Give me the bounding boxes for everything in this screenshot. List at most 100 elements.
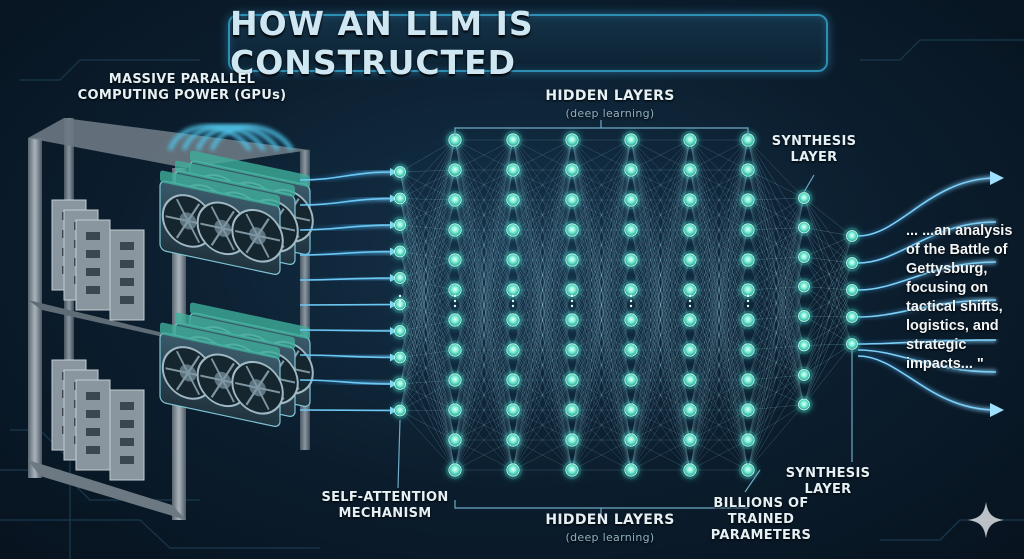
ellipsis-dot <box>453 294 457 298</box>
connection-line <box>512 259 573 411</box>
connection-line <box>571 259 632 291</box>
gpu-card-pcb <box>160 170 280 207</box>
connection-line <box>454 289 514 441</box>
connection-line <box>399 139 456 252</box>
connection-line <box>571 139 632 231</box>
connection-line <box>454 229 514 441</box>
connection-line <box>747 199 805 346</box>
parameters-line2: TRAINED <box>727 512 795 527</box>
connection-line <box>689 169 749 351</box>
connection-line <box>571 139 632 381</box>
ellipsis-dot <box>688 304 692 308</box>
connection-line <box>512 289 573 471</box>
connection-line <box>399 357 456 381</box>
network-node <box>683 403 697 417</box>
connection-line <box>571 139 632 471</box>
connection-line <box>512 139 573 201</box>
connection-line <box>512 349 573 381</box>
connection-line <box>630 349 691 441</box>
connection-line <box>512 199 573 351</box>
connection-line <box>454 349 514 471</box>
connection-line <box>689 229 749 411</box>
connection-line <box>571 439 632 471</box>
connection-line <box>630 409 691 441</box>
connection-line <box>399 289 456 305</box>
gpu-port <box>86 410 100 418</box>
connection-line <box>454 439 514 471</box>
input-wire <box>299 277 395 281</box>
gpu-port <box>120 420 134 428</box>
ellipsis-dot <box>398 304 402 308</box>
network-node <box>846 230 858 242</box>
connection-line <box>689 349 749 441</box>
connection-line <box>630 349 691 441</box>
connection-line <box>630 199 691 411</box>
connection-line <box>454 409 514 441</box>
connection-line <box>630 139 691 171</box>
input-wire <box>299 197 395 206</box>
connection-line <box>571 169 632 231</box>
connection-line <box>571 199 632 231</box>
connection-line <box>571 379 632 411</box>
ellipsis-dot <box>511 304 515 308</box>
connection-line <box>689 139 749 291</box>
connection-line <box>630 409 691 471</box>
connection-line <box>454 199 514 291</box>
connection-line <box>454 169 514 231</box>
connection-line <box>689 289 749 471</box>
connection-line <box>399 171 456 201</box>
connection-line <box>399 171 456 471</box>
connection-line <box>399 330 456 441</box>
network-node <box>565 133 579 147</box>
network-node <box>565 163 579 177</box>
fan-blade <box>221 380 235 403</box>
connection-line <box>399 171 456 411</box>
connection-line <box>747 227 805 471</box>
connection-line <box>454 229 514 471</box>
connection-line <box>454 169 514 231</box>
connection-line <box>747 345 805 471</box>
connection-line <box>512 259 573 471</box>
connection-line <box>747 374 805 471</box>
connection-line <box>454 139 514 471</box>
connection-line <box>689 319 749 351</box>
gpu-port <box>120 278 134 286</box>
connection-line <box>630 199 691 231</box>
connection-line <box>399 224 456 261</box>
connection-line <box>454 199 514 441</box>
connection-line <box>512 169 573 201</box>
network-node <box>506 343 520 357</box>
connection-line <box>454 169 514 441</box>
connection-line <box>399 330 456 381</box>
connection-line <box>689 139 749 381</box>
connection-line <box>689 289 749 441</box>
connection-line <box>571 169 632 381</box>
connection-line <box>689 199 749 321</box>
connection-line <box>689 199 749 291</box>
connection-line <box>747 227 805 291</box>
connection-line <box>512 139 573 291</box>
connection-line <box>454 259 514 411</box>
connection-line <box>571 349 632 381</box>
connection-line <box>747 286 805 351</box>
attention-pointer <box>397 419 401 489</box>
connection-line <box>454 229 514 381</box>
connection-line <box>630 139 691 261</box>
connection-line <box>454 199 514 351</box>
connection-line <box>571 139 632 351</box>
connection-line <box>571 319 632 411</box>
connection-line <box>571 289 632 321</box>
connection-line <box>571 139 632 171</box>
connection-line <box>512 319 573 381</box>
connection-line <box>512 199 573 321</box>
connection-line <box>399 199 456 279</box>
connection-line <box>630 169 691 411</box>
connection-line <box>630 379 691 441</box>
network-node <box>448 433 462 447</box>
connection-line <box>399 224 456 351</box>
connection-line <box>512 349 573 411</box>
connection-line <box>630 199 691 441</box>
connection-line <box>454 229 514 351</box>
connection-line <box>454 289 514 351</box>
connection-line <box>803 262 853 376</box>
